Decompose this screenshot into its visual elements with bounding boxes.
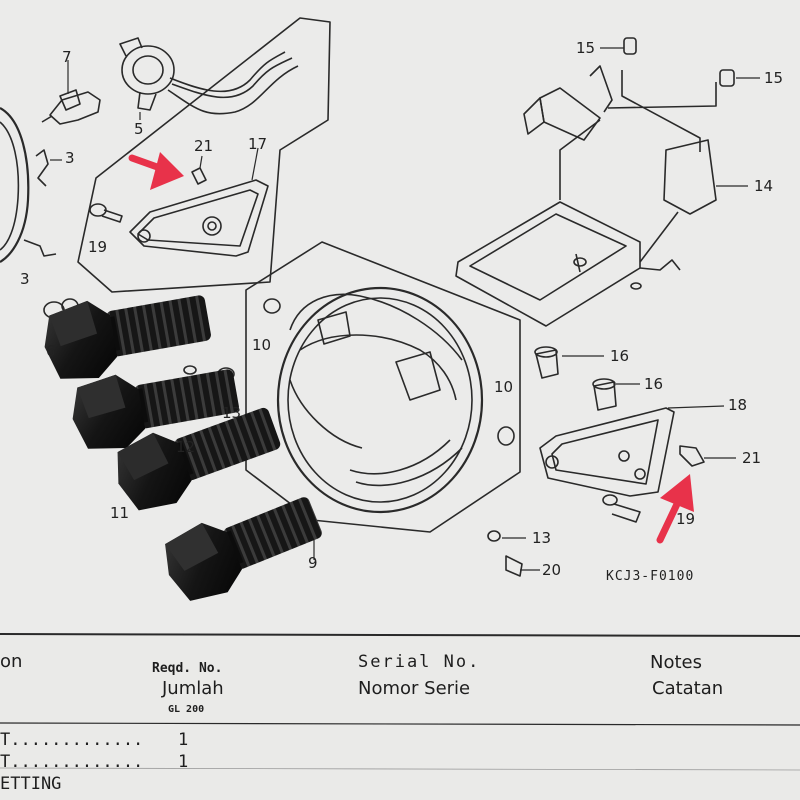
col-notes-header-translation: Catatan [652,678,724,699]
col-description-header: on [0,651,23,672]
row-description: ETTING [0,774,62,794]
col-serial-header: Serial No. [358,652,481,672]
callout-number: 10 [252,336,272,354]
col-serial-header-translation: Nomor Serie [358,678,471,699]
col-qty-header-translation: Jumlah [162,678,224,699]
callout-number: 13 [222,404,242,422]
callout-number: 3 [65,149,75,167]
callout-number: 16 [610,347,630,365]
red-arrow-icon [656,474,694,544]
callout-number: 7 [62,48,72,66]
col-notes-header: Notes [650,652,702,673]
group-outline-upper-left [77,17,331,293]
col-qty-header: Reqd. No. [152,661,223,676]
stay-plate-18 [539,407,675,497]
callout-number: 19 [88,238,108,256]
row-description: T............. [0,730,144,750]
callout-number: 21 [194,137,214,155]
callout-number: 21 [742,449,762,467]
callout-number: 12 [176,438,196,456]
callout-number: 16 [644,375,664,393]
callout-number: 18 [728,396,748,414]
callout-number: 6 [46,342,56,360]
callout-number: 15 [576,39,596,57]
black-bolts-photo [44,295,322,601]
row-description: T............. [0,752,144,772]
row-qty: 1 [178,752,189,772]
col-qty-model: GL 200 [168,704,205,715]
stay-plate-17 [129,179,269,257]
row-qty: 1 [178,730,189,750]
callout-number: 14 [754,177,774,195]
red-arrow-icon [128,152,184,190]
callout-number: 15 [764,69,784,87]
callout-number: 3 [20,270,30,288]
callout-number: 9 [308,554,318,572]
callout-number: 17 [248,135,268,153]
callout-number: 5 [134,120,144,138]
callout-number: 20 [542,561,562,579]
callout-number: 10 [494,378,514,396]
callout-number: 13 [532,529,552,547]
group-outline-case [245,241,521,533]
callout-number: 19 [676,510,696,528]
callout-number: 11 [110,504,130,522]
drawing-code: KCJ3-F0100 [606,569,695,584]
headlight-case [276,286,484,514]
